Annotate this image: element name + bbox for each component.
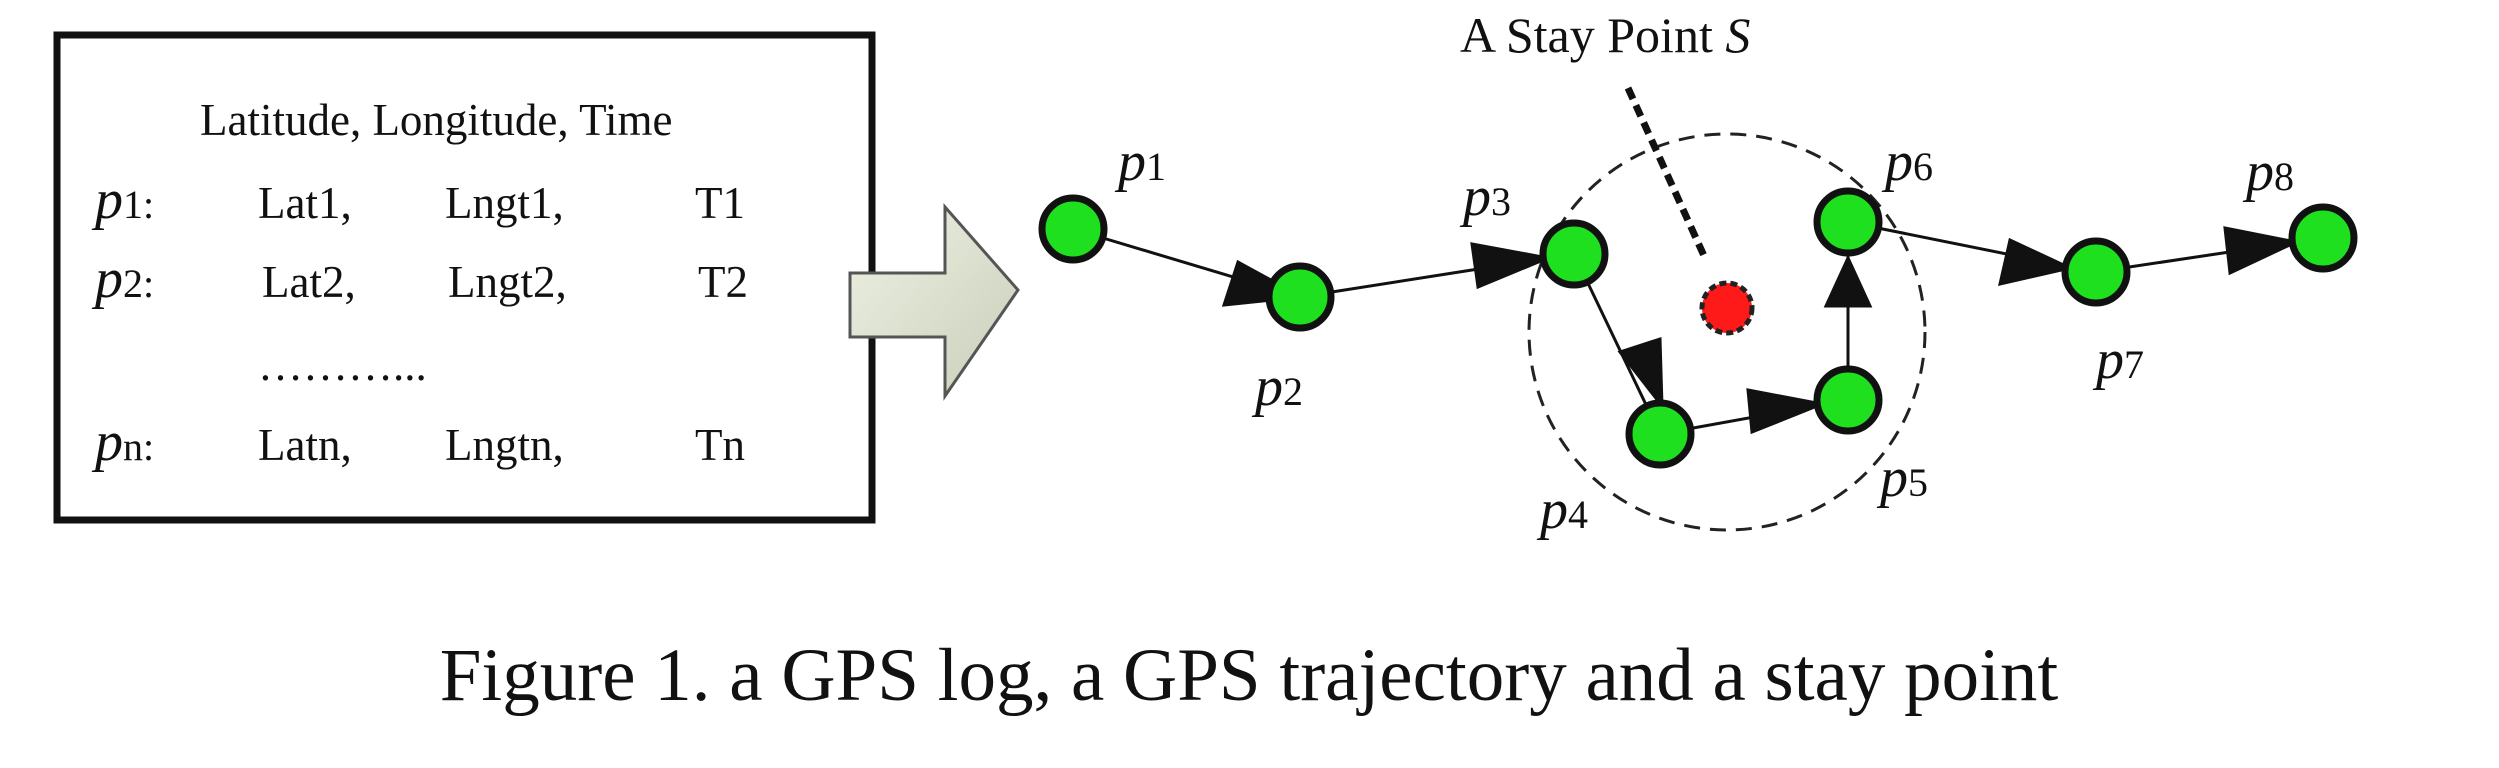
gps-log-time: T1 bbox=[695, 178, 745, 228]
point-p7-label: p7 bbox=[2092, 329, 2144, 391]
point-p1-label: p1 bbox=[1114, 131, 1166, 193]
gps-log-lat: Lat1, bbox=[258, 178, 352, 228]
transform-arrow-icon bbox=[848, 203, 1020, 401]
gps-log-ellipsis: ………... bbox=[258, 340, 427, 390]
point-p5-marker bbox=[1813, 365, 1883, 435]
gps-log-time: Tn bbox=[695, 420, 745, 470]
point-p6-marker bbox=[1813, 187, 1883, 257]
stay-point-region bbox=[1527, 132, 1927, 532]
stay-point-marker bbox=[1699, 280, 1755, 336]
gps-log-header: Latitude, Longitude, Time bbox=[200, 95, 672, 145]
arrowhead-icon bbox=[1470, 242, 1554, 290]
gps-log-row-label: p2: bbox=[91, 248, 154, 310]
gps-log-lat: Latn, bbox=[258, 420, 352, 470]
arrowhead-icon bbox=[2223, 226, 2301, 276]
arrowhead-icon bbox=[1746, 388, 1828, 435]
arrowhead-icon bbox=[1998, 237, 2075, 286]
gps-log-lng: Lngt1, bbox=[445, 178, 564, 228]
point-p8-label: p8 bbox=[2242, 141, 2294, 203]
gps-log-lat: Lat2, bbox=[262, 257, 356, 307]
arrowhead-icon bbox=[1823, 254, 1873, 308]
stay-point-pointer bbox=[1624, 86, 1709, 260]
point-p2-marker bbox=[1265, 262, 1335, 332]
trajectory-edges bbox=[1072, 220, 2324, 436]
point-p7-marker bbox=[2061, 237, 2131, 307]
gps-log-frame bbox=[53, 31, 876, 524]
point-p5-label: p5 bbox=[1876, 447, 1928, 509]
gps-log-time: T2 bbox=[698, 257, 748, 307]
gps-log-row-label: p1: bbox=[91, 169, 154, 231]
trajectory-points bbox=[1038, 187, 2358, 469]
point-p6-label: p6 bbox=[1881, 131, 1933, 193]
point-p8-marker bbox=[2288, 203, 2358, 273]
point-p3-marker bbox=[1539, 219, 1609, 289]
figure-caption: Figure 1. a GPS log, a GPS trajectory an… bbox=[440, 634, 2059, 717]
point-p4-label: p4 bbox=[1536, 479, 1588, 541]
gps-log-box: Latitude, Longitude, Time p1: Lat1, Lngt… bbox=[53, 31, 876, 524]
stay-point-label: A Stay Point S bbox=[1460, 7, 1750, 63]
point-p4-marker bbox=[1625, 399, 1695, 469]
gps-log-lng: Lngtn, bbox=[445, 420, 564, 470]
point-p3-label: p3 bbox=[1459, 166, 1511, 228]
point-p2-label: p2 bbox=[1251, 356, 1303, 418]
gps-log-row-label: pn: bbox=[91, 411, 154, 473]
arrowhead-icon bbox=[1617, 336, 1664, 411]
point-p1-marker bbox=[1038, 194, 1108, 264]
gps-log-lng: Lngt2, bbox=[448, 257, 567, 307]
